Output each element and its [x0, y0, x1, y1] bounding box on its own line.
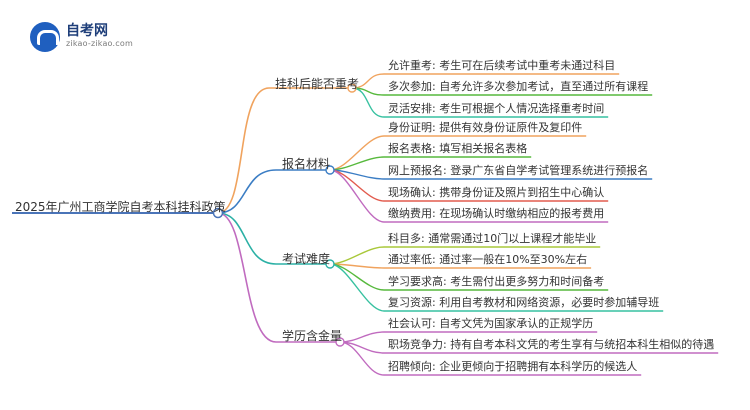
- leaf-connector: [329, 169, 385, 223]
- branch-label: 挂科后能否重考: [275, 77, 360, 91]
- leaf-item: 现场确认: 携带身份证及照片到招生中心确认: [388, 186, 605, 199]
- branch-connector: [217, 169, 277, 214]
- branch-node-circle: [325, 165, 335, 175]
- leaf-item: 科目多: 通常需通过10门以上课程才能毕业: [388, 232, 597, 245]
- branch-connector: [217, 212, 277, 343]
- leaf-item: 允许重考: 考生可在后续考试中重考未通过科目: [388, 59, 616, 72]
- leaf-item: 缴纳费用: 在现场确认时缴纳相应的报考费用: [388, 207, 605, 220]
- logo-url: zikao-zikao.com: [66, 39, 133, 48]
- branch-node-circle: [335, 337, 345, 347]
- branch-node-circle: [347, 83, 357, 93]
- leaf-item: 职场竞争力: 持有自考本科文凭的考生享有与统招本科生相似的待遇: [388, 338, 715, 351]
- branch-node-circle: [325, 259, 335, 269]
- leaf-item: 多次参加: 自考允许多次参加考试，直至通过所有课程: [388, 80, 649, 93]
- leaf-item: 灵活安排: 考生可根据个人情况选择重考时间: [388, 102, 605, 115]
- leaf-item: 身份证明: 提供有效身份证原件及复印件: [388, 121, 583, 134]
- branch-label: 学历含金量: [282, 329, 343, 343]
- leaf-connector: [329, 263, 385, 312]
- leaf-connector: [329, 246, 385, 265]
- leaf-connector: [351, 87, 385, 118]
- leaf-item: 学习要求高: 考生需付出更多努力和时间备考: [388, 275, 605, 288]
- branch-connector: [217, 87, 270, 214]
- branch-label: 考试难度: [282, 252, 331, 266]
- logo-name: 自考网: [66, 23, 108, 39]
- leaf-item: 招聘倾向: 企业更倾向于招聘拥有本科学历的候选人: [388, 360, 638, 373]
- root-topic: 2025年广州工商学院自考本科挂科政策: [15, 200, 226, 214]
- site-logo[interactable]: 自考网 zikao-zikao.com: [30, 20, 140, 54]
- leaf-item: 报名表格: 填写相关报名表格: [388, 142, 528, 155]
- root-node-circle: [212, 207, 224, 219]
- leaf-connector: [339, 331, 385, 343]
- leaf-item: 通过率低: 通过率一般在10%至30%左右: [388, 253, 588, 266]
- leaf-item: 社会认可: 自考文凭为国家承认的正规学历: [388, 317, 594, 330]
- branch-label: 报名材料: [282, 157, 331, 171]
- leaf-item: 网上预报名: 登录广东省自学考试管理系统进行预报名: [388, 164, 649, 177]
- leaf-connector: [339, 341, 385, 376]
- leaf-connector: [329, 135, 385, 171]
- graduation-cap-icon: [30, 22, 60, 52]
- branch-connector: [217, 212, 277, 265]
- leaf-item: 复习资源: 利用自考教材和网络资源，必要时参加辅导班: [388, 296, 660, 309]
